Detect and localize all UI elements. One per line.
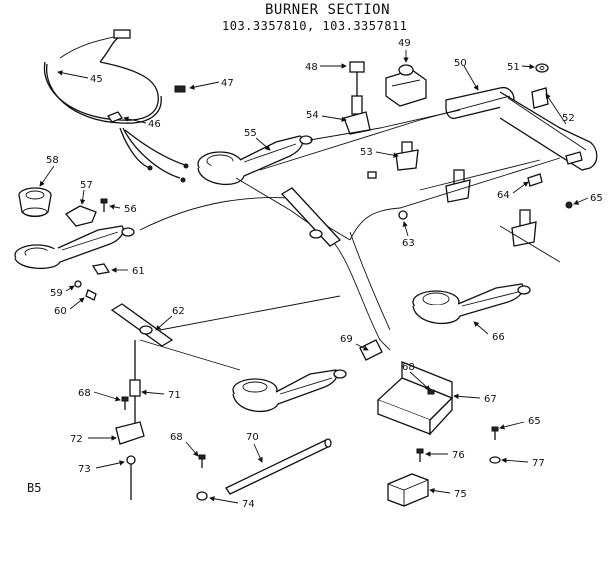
callout-76: 76 [452, 450, 465, 461]
burner-cap-part [18, 187, 52, 218]
callout-68-right: 68 [402, 362, 415, 373]
callout-51: 51 [507, 62, 520, 73]
callout-62: 62 [172, 306, 185, 317]
rod-70-part [225, 438, 332, 495]
callout-50: 50 [454, 58, 467, 69]
screw-65-upper-part [565, 201, 573, 209]
callout-61: 61 [132, 266, 145, 277]
callout-53: 53 [360, 147, 373, 158]
callout-63: 63 [402, 238, 415, 249]
leader-lines [39, 50, 589, 504]
burner-bottom-part [232, 369, 347, 413]
callout-49: 49 [398, 38, 411, 49]
callout-69: 69 [340, 334, 353, 345]
bracket-64-part [527, 151, 583, 187]
callout-66: 66 [492, 332, 505, 343]
thermostat-assembly-part [115, 340, 145, 500]
valve-right-upper-part [445, 169, 471, 203]
callout-68-left: 68 [78, 388, 91, 399]
callout-47: 47 [221, 78, 234, 89]
callout-60: 60 [54, 306, 67, 317]
page-label: B5 [27, 481, 42, 495]
callout-46: 46 [148, 119, 161, 130]
callout-74: 74 [242, 499, 255, 510]
wire-clip-part [107, 111, 123, 123]
burner-bracket-part [65, 205, 97, 227]
callout-57: 57 [80, 180, 93, 191]
callout-72: 72 [70, 434, 83, 445]
screw-65-lower-part [491, 426, 499, 440]
bracket-61-part [91, 263, 111, 275]
screw-56-part [100, 198, 108, 212]
manifold-pipe-part [445, 86, 598, 171]
washer-77-part [489, 456, 501, 464]
valve-right-lower-part [511, 209, 537, 247]
callout-52: 52 [562, 113, 575, 124]
screw-76-part [416, 448, 424, 462]
callout-77: 77 [532, 458, 545, 469]
callout-71: 71 [168, 390, 181, 401]
callout-58: 58 [46, 155, 59, 166]
regulator-valve-part [343, 61, 371, 135]
orifice-fittings-part [74, 280, 97, 301]
orifice-63-part [398, 210, 408, 220]
nut-51-part [535, 63, 549, 73]
callout-67: 67 [484, 394, 497, 405]
switch-box-part [387, 473, 429, 507]
burner-55-part [197, 135, 313, 186]
callout-55: 55 [244, 128, 257, 139]
callout-68-bottom: 68 [170, 432, 183, 443]
clip-74-part [196, 491, 208, 501]
left-front-burner-part [14, 225, 135, 269]
callout-56: 56 [124, 204, 137, 215]
callout-73: 73 [78, 464, 91, 475]
shield-bracket-part [376, 361, 454, 436]
callout-70: 70 [246, 432, 259, 443]
callout-48: 48 [305, 62, 318, 73]
screw-68-left-part [121, 396, 129, 410]
callout-65-upper: 65 [590, 193, 603, 204]
valve-53-part [395, 141, 419, 171]
model-numbers: 103.3357810, 103.3357811 [222, 19, 408, 33]
callout-75: 75 [454, 489, 467, 500]
gas-tubes-part [110, 95, 561, 371]
callout-59: 59 [50, 288, 63, 299]
screw-68-bottom-part [198, 454, 206, 468]
callout-54: 54 [306, 110, 319, 121]
wire-harness-part [43, 29, 189, 183]
clip-52-part [531, 87, 549, 109]
callout-64: 64 [497, 190, 510, 201]
callout-labels: 45 46 47 48 49 50 51 52 53 54 55 56 57 5… [46, 38, 603, 510]
callout-45: 45 [90, 74, 103, 85]
pressure-regulator-part [385, 64, 427, 107]
screw-68-right-part [427, 389, 435, 395]
section-title: BURNER SECTION [265, 2, 391, 18]
screw-47-part [174, 85, 186, 93]
burner-66-part [412, 283, 531, 325]
callout-65-lower: 65 [528, 416, 541, 427]
